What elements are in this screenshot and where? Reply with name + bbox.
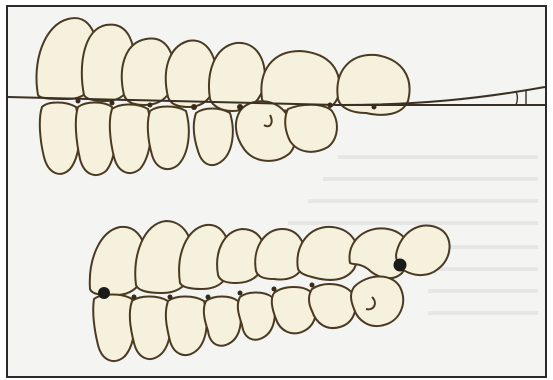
lower-tooth xyxy=(309,284,356,328)
lower-tooth xyxy=(40,103,80,174)
contact-point xyxy=(206,295,211,300)
lower-tooth xyxy=(110,105,151,174)
lower-tooth xyxy=(130,297,171,360)
contact-point xyxy=(110,101,115,106)
figure-frame xyxy=(6,5,547,378)
lower-arch-top xyxy=(40,101,337,175)
lower-tooth xyxy=(351,277,403,327)
lower-tooth xyxy=(148,107,189,170)
lower-tooth xyxy=(166,297,207,356)
contact-point xyxy=(372,105,377,110)
angle-mark xyxy=(516,91,518,105)
contact-point xyxy=(237,104,243,110)
contact-point xyxy=(148,103,153,108)
lower-tooth xyxy=(76,103,116,176)
lower-tooth xyxy=(285,105,337,152)
contact-point xyxy=(272,287,277,292)
upper-tooth xyxy=(166,41,216,107)
lower-tooth xyxy=(93,295,135,362)
contact-point-right xyxy=(394,259,407,272)
contact-point-left xyxy=(98,287,110,299)
contact-point xyxy=(328,103,333,108)
contact-point xyxy=(168,295,173,300)
upper-arch-top xyxy=(36,18,409,115)
dental-occlusion-illustration xyxy=(8,7,545,376)
contact-point xyxy=(76,99,81,104)
lower-tooth xyxy=(238,293,275,340)
lower-tooth xyxy=(204,297,241,346)
contact-point xyxy=(191,104,197,110)
contact-point xyxy=(132,295,137,300)
contact-point xyxy=(310,283,315,288)
lower-tooth xyxy=(194,109,233,166)
contact-point xyxy=(238,291,243,296)
